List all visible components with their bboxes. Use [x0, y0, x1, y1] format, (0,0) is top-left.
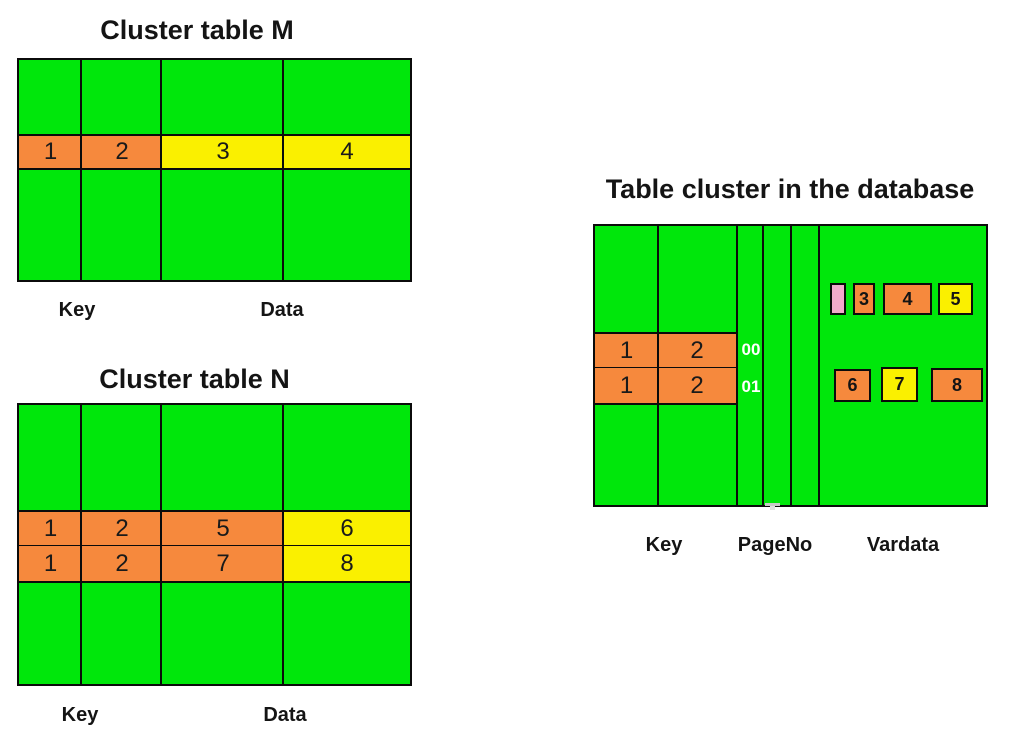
- cluster-table-n: 1 2 5 6 1 2 7 8: [17, 403, 412, 686]
- edge-handle-artifact: [765, 503, 780, 506]
- table-cell-key1: 1: [19, 546, 82, 581]
- db-key-cell-1: 1: [595, 334, 659, 367]
- db-pageno-00: 00: [741, 340, 761, 359]
- cluster-table-n-title: Cluster table N: [99, 364, 290, 394]
- db-divider-1: [657, 226, 659, 505]
- vardata-box-8: 8: [931, 368, 983, 402]
- vardata-box-blank: [830, 283, 846, 315]
- table-n-record-row-2: 1 2 7 8: [19, 546, 410, 583]
- cluster-table-m: 1 2 3 4: [17, 58, 412, 282]
- table-m-data-label: Data: [260, 299, 304, 321]
- table-cell-data4: 4: [284, 136, 410, 168]
- vardata-box-4: 4: [883, 283, 932, 315]
- table-n-record-row-1: 1 2 5 6: [19, 510, 410, 546]
- table-cell-data6: 6: [284, 512, 410, 545]
- vardata-box-3: 3: [853, 283, 875, 315]
- db-key-cell-2: 2: [658, 368, 736, 403]
- table-n-key-label: Key: [61, 704, 99, 726]
- database-cluster-block: 1 2 1 2 00 01 3 4 5 6 7 8: [593, 224, 988, 510]
- table-cell-data3: 3: [162, 136, 284, 168]
- table-n-divider-1: [80, 405, 82, 684]
- edge-handle-artifact-stem: [770, 506, 775, 510]
- table-cell-key2: 2: [82, 136, 162, 168]
- table-n-divider-2: [160, 405, 162, 684]
- table-cell-key2: 2: [82, 546, 162, 581]
- vardata-box-7: 7: [881, 367, 918, 402]
- table-m-divider-2: [160, 60, 162, 280]
- db-pageno-label: PageNo: [737, 534, 813, 556]
- db-divider-4: [790, 226, 792, 505]
- db-key-row-2: 1 2: [595, 368, 738, 405]
- table-cell-data5: 5: [162, 512, 284, 545]
- table-cell-data8: 8: [284, 546, 410, 581]
- table-cell-key1: 1: [19, 136, 82, 168]
- table-m-record-row: 1 2 3 4: [19, 134, 410, 170]
- db-key-row-1: 1 2: [595, 332, 738, 368]
- db-key-label: Key: [645, 534, 683, 556]
- db-divider-3: [762, 226, 764, 505]
- db-key-cell-2: 2: [658, 334, 736, 367]
- table-n-data-label: Data: [263, 704, 307, 726]
- db-key-cell-1: 1: [595, 368, 659, 403]
- table-cell-data7: 7: [162, 546, 284, 581]
- table-n-divider-3: [282, 405, 284, 684]
- table-cell-key2: 2: [82, 512, 162, 545]
- db-pageno-01: 01: [741, 376, 761, 396]
- db-divider-5: [818, 226, 820, 505]
- table-m-key-label: Key: [58, 299, 96, 321]
- vardata-box-6: 6: [834, 369, 871, 402]
- vardata-box-5: 5: [938, 283, 973, 315]
- database-cluster-title: Table cluster in the database: [605, 174, 975, 204]
- cluster-table-m-title: Cluster table M: [100, 15, 294, 45]
- table-m-divider-1: [80, 60, 82, 280]
- table-cell-key1: 1: [19, 512, 82, 545]
- db-vardata-label: Vardata: [866, 534, 940, 556]
- table-m-divider-3: [282, 60, 284, 280]
- db-divider-2: [736, 226, 738, 505]
